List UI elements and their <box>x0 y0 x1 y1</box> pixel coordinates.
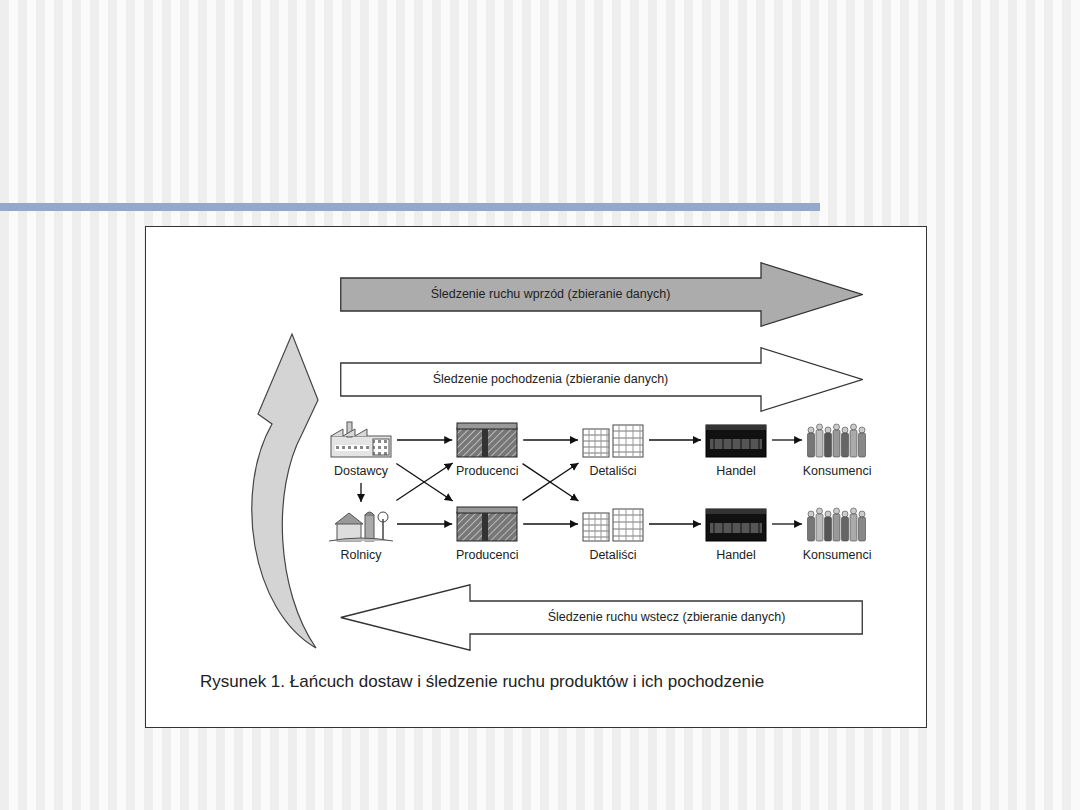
arrow-text-area: Śledzenie pochodzenia (zbieranie danych) <box>340 363 761 396</box>
curved-arrow <box>252 334 318 648</box>
node-label: Konsumenci <box>801 548 874 563</box>
shop-icon <box>704 505 768 543</box>
node-label: Handel <box>704 548 768 563</box>
flow-arrow <box>649 523 701 524</box>
flow-arrow <box>523 439 578 440</box>
node-label: Rolnicy <box>329 548 393 563</box>
factory-icon <box>329 421 393 459</box>
supply-chain-node: Rolnicy <box>329 505 393 563</box>
retail-icon <box>581 421 645 459</box>
flow-arrow <box>649 439 701 440</box>
node-label: Handel <box>704 464 768 479</box>
flow-arrow <box>397 439 452 440</box>
node-label: Śledzenie pochodzenia (zbieranie danych) <box>433 372 669 387</box>
flow-arrow <box>396 464 452 502</box>
flow-arrow <box>772 523 802 524</box>
flow-arrow <box>523 463 579 500</box>
supply-chain-node: Dostawcy <box>329 421 393 479</box>
flow-arrow <box>397 523 452 524</box>
farm-icon <box>329 505 393 543</box>
node-label: Konsumenci <box>801 464 874 479</box>
flow-arrow <box>360 483 361 502</box>
figure-caption: Rysunek 1. Łańcuch dostaw i śledzenie ru… <box>200 672 764 692</box>
node-label: Śledzenie ruchu wstecz (zbieranie danych… <box>548 610 786 625</box>
producer-icon <box>455 505 519 543</box>
retail-icon <box>581 505 645 543</box>
tracking-arrow: Śledzenie ruchu wprzód (zbieranie danych… <box>340 262 863 327</box>
node-label: Producenci <box>454 548 521 563</box>
node-label: Śledzenie ruchu wprzód (zbieranie danych… <box>431 287 671 302</box>
producer-icon <box>455 421 519 459</box>
flow-arrow <box>523 523 578 524</box>
supply-chain-node: Detaliści <box>581 505 645 563</box>
supply-chain-node: Producenci <box>454 505 521 563</box>
supply-chain-node: Producenci <box>454 421 521 479</box>
tracking-arrow: Śledzenie ruchu wstecz (zbieranie danych… <box>340 584 863 651</box>
node-label: Producenci <box>454 464 521 479</box>
node-label: Detaliści <box>581 464 645 479</box>
people-icon <box>805 421 869 459</box>
people-icon <box>805 505 869 543</box>
tracking-arrow: Śledzenie pochodzenia (zbieranie danych) <box>340 347 863 412</box>
shop-icon <box>704 421 768 459</box>
flow-arrow <box>772 439 802 440</box>
supply-chain-node: Konsumenci <box>801 421 874 479</box>
title-bar <box>0 203 820 211</box>
flow-arrow <box>523 464 579 501</box>
arrow-text-area: Śledzenie ruchu wprzód (zbieranie danych… <box>340 278 761 311</box>
supply-chain-node: Handel <box>704 421 768 479</box>
supply-chain-node: Konsumenci <box>801 505 874 563</box>
node-label: Dostawcy <box>329 464 393 479</box>
flow-arrow <box>396 463 452 501</box>
supply-chain-node: Handel <box>704 505 768 563</box>
arrow-text-area: Śledzenie ruchu wstecz (zbieranie danych… <box>470 601 863 634</box>
supply-chain-node: Detaliści <box>581 421 645 479</box>
node-label: Detaliści <box>581 548 645 563</box>
